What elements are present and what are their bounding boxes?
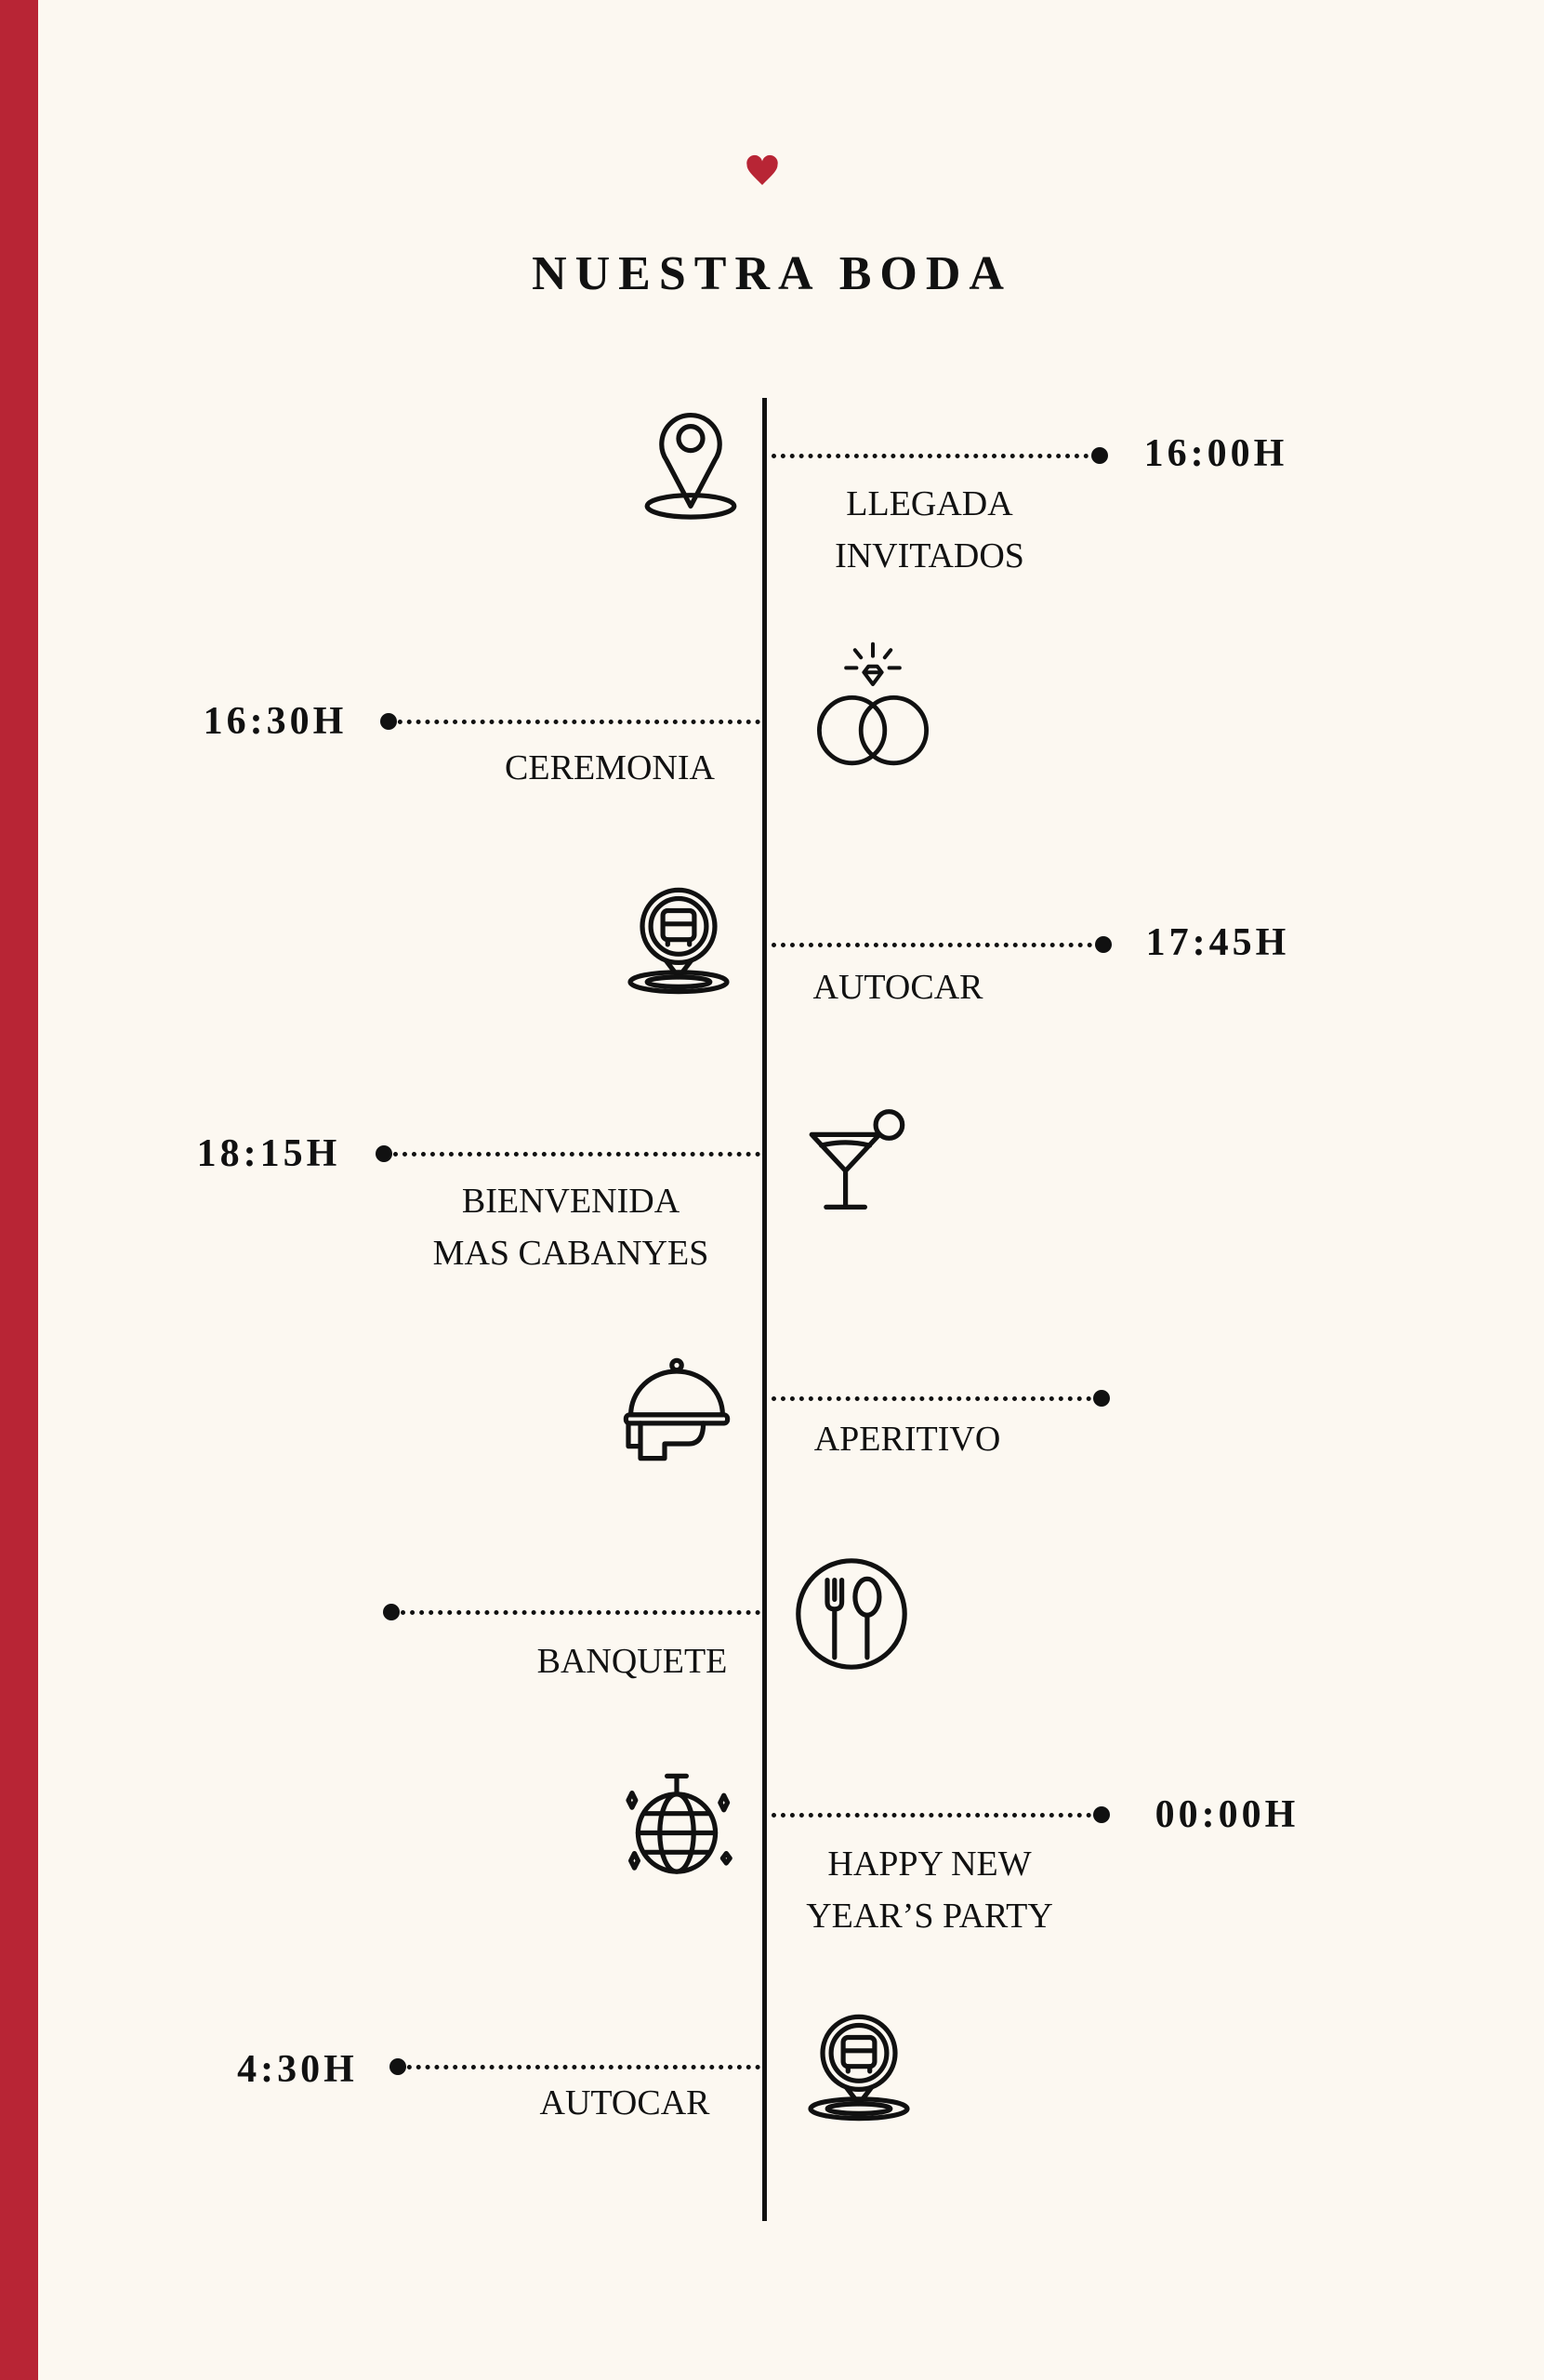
map-pin-icon bbox=[630, 400, 751, 521]
event-label: APERITIVO bbox=[813, 1420, 1001, 1459]
bus-location-icon bbox=[618, 880, 739, 1001]
timeline-dot bbox=[383, 1604, 400, 1620]
cocktail-icon bbox=[795, 1101, 916, 1222]
event-time: 16:30H bbox=[203, 700, 348, 743]
dotted-connector bbox=[384, 1152, 760, 1157]
dotted-connector bbox=[772, 454, 1098, 458]
dotted-connector bbox=[772, 1813, 1101, 1818]
dotted-connector bbox=[389, 720, 760, 724]
event-time: 17:45H bbox=[1145, 921, 1290, 964]
event-time: 00:00H bbox=[1155, 1793, 1300, 1836]
event-label: CEREMONIA bbox=[505, 748, 715, 787]
timeline-dot bbox=[380, 713, 397, 730]
event-time: 18:15H bbox=[196, 1132, 341, 1175]
dotted-connector bbox=[391, 1610, 760, 1615]
timeline-axis bbox=[762, 398, 767, 2221]
dotted-connector bbox=[772, 1396, 1101, 1401]
timeline-dot bbox=[1093, 1806, 1110, 1823]
timeline-dot bbox=[376, 1145, 392, 1162]
dotted-connector bbox=[772, 943, 1102, 947]
heart-icon bbox=[746, 154, 778, 185]
event-time: 4:30H bbox=[237, 2048, 358, 2091]
timeline-dot bbox=[389, 2058, 406, 2075]
event-label: AUTOCAR bbox=[812, 968, 983, 1007]
timeline-dot bbox=[1093, 1390, 1110, 1407]
cloche-icon bbox=[616, 1347, 737, 1468]
event-time: 16:00H bbox=[1143, 432, 1288, 475]
bus-location-icon bbox=[798, 2007, 919, 2128]
plate-cutlery-icon bbox=[791, 1554, 912, 1674]
dotted-connector bbox=[398, 2065, 760, 2069]
timeline-dot bbox=[1091, 447, 1108, 464]
side-accent-bar bbox=[0, 0, 38, 2380]
event-label: AUTOCAR bbox=[539, 2083, 710, 2122]
page-title: NUESTRA BODA bbox=[532, 247, 1012, 300]
disco-ball-icon bbox=[616, 1766, 737, 1887]
timeline-dot bbox=[1095, 936, 1112, 953]
wedding-rings-icon bbox=[798, 632, 947, 781]
event-label: BANQUETE bbox=[536, 1642, 728, 1681]
